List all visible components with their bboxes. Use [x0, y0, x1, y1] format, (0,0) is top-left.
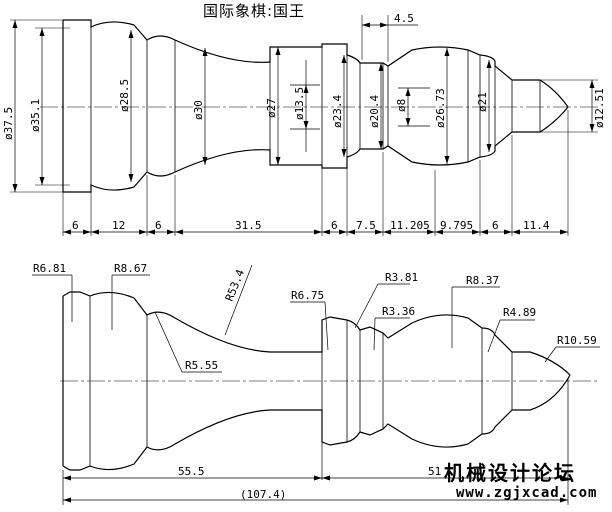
length-107-4: (107.4): [240, 488, 286, 501]
seg-6-b: 6: [155, 219, 162, 232]
length-55-5: 55.5: [178, 465, 205, 478]
dim-d13-5: ø13.5: [293, 87, 306, 120]
radius-r6-81: R6.81: [33, 262, 66, 275]
dim-d26-73: ø26.73: [434, 88, 447, 128]
top-profile: [62, 19, 569, 193]
seg-12: 12: [112, 219, 125, 232]
dim-d30: ø30: [192, 100, 205, 120]
dim-top-4-5: 4.5: [394, 12, 414, 25]
seg-31-5: 31.5: [235, 219, 262, 232]
dim-d27: ø27: [265, 98, 278, 118]
radius-r5-55: R5.55: [185, 359, 218, 372]
dim-d12-51: ø12.51: [593, 88, 606, 128]
dim-d8: ø8: [395, 99, 408, 112]
radius-r6-75: R6.75: [291, 289, 324, 302]
radius-r10-59: R10.59: [557, 334, 597, 347]
radius-r53-4: R53.4: [223, 267, 248, 303]
seg-7-5: 7.5: [356, 219, 376, 232]
seg-11-205: 11.205: [390, 219, 430, 232]
radius-r3-36: R3.36: [382, 305, 415, 318]
watermark-url: www.zgjxcad.com: [456, 485, 598, 501]
dim-d23-4: ø23.4: [331, 95, 344, 128]
dim-d35-1: ø35.1: [29, 99, 42, 132]
seg-11-4: 11.4: [523, 219, 550, 232]
radius-r8-37: R8.37: [466, 274, 499, 287]
radius-r3-81: R3.81: [385, 271, 418, 284]
watermark-title: 机械设计论坛: [444, 461, 576, 485]
radius-r8-67: R8.67: [114, 262, 147, 275]
radius-r4-89: R4.89: [503, 306, 536, 319]
seg-6-d: 6: [492, 219, 499, 232]
seg-6-c: 6: [331, 219, 338, 232]
seg-9-795: 9.795: [440, 219, 473, 232]
seg-6-a: 6: [72, 219, 79, 232]
dim-d28-5: ø28.5: [118, 79, 131, 112]
dim-d21: ø21: [476, 92, 489, 112]
dim-d37-5: ø37.5: [2, 107, 15, 140]
dim-d20-4: ø20.4: [368, 95, 381, 128]
drawing-title: 国际象棋:国王: [203, 2, 306, 20]
length-51: 51: [428, 465, 441, 478]
